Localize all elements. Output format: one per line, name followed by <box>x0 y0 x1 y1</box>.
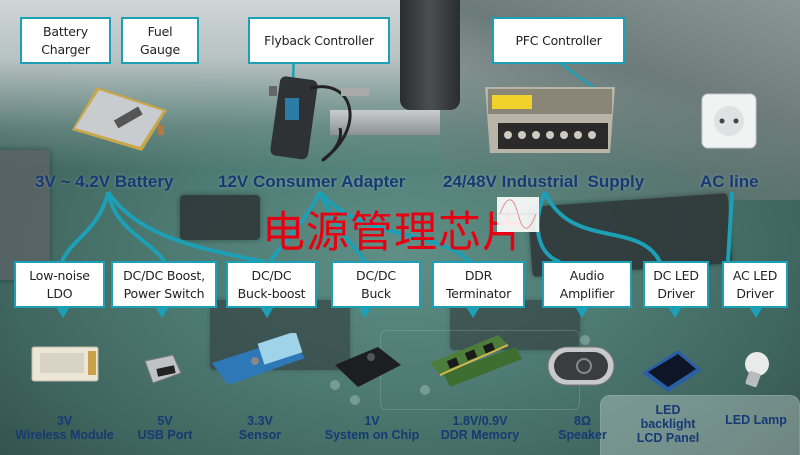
ic-box-boost: DC/DC Boost, Power Switch <box>111 261 217 308</box>
pcb-pad <box>580 335 590 345</box>
device-label-speaker: 8Ω Speaker <box>558 414 607 442</box>
ic-box-buck: DC/DC Buck <box>331 261 421 308</box>
device-label-lamp: LED Lamp <box>725 413 787 427</box>
ic-box-ldo: Low-noise LDO <box>14 261 105 308</box>
industrial-psu-icon <box>485 87 615 153</box>
arrow-dcled <box>667 305 683 318</box>
connector-pfc <box>555 58 601 94</box>
pfc-controller-box: PFC Controller <box>492 17 625 64</box>
machine-spindle <box>400 0 460 110</box>
diagram-title: 电源管理芯片 <box>262 208 526 258</box>
ic-box-ac-led: AC LED Driver <box>722 261 788 308</box>
device-label-wireless: 3V Wireless Module <box>15 414 114 442</box>
source-label-adapter: 12V Consumer Adapter <box>218 172 406 191</box>
connector-adapter-buck <box>318 191 367 263</box>
led-bulb-icon <box>745 352 769 388</box>
device-label-soc: 1V System on Chip <box>324 414 420 442</box>
pcb-connector <box>0 150 50 280</box>
arrow-audio <box>574 305 590 318</box>
ic-box-audio-amp: Audio Amplifier <box>542 261 632 308</box>
connector-adapter-buckboost <box>268 191 322 264</box>
arrow-acled <box>748 305 764 318</box>
source-label-ac: AC line <box>700 172 759 191</box>
lcd-panel-icon <box>642 350 702 392</box>
connector-industrial-dcled <box>543 191 662 263</box>
arrow-buckboost <box>259 305 275 318</box>
waveform-icon <box>497 197 539 232</box>
connector-ac-acled <box>726 191 734 263</box>
usb-port-icon <box>144 354 182 384</box>
battery-charger-box: Battery Charger <box>20 17 111 64</box>
connector-industrial-audio <box>535 191 561 264</box>
connector-adapter-ddr <box>318 190 472 264</box>
device-label-ddr: 1.8V/0.9V DDR Memory <box>440 414 520 442</box>
ic-box-buck-boost: DC/DC Buck-boost <box>226 261 317 308</box>
device-label-sensor: 3.3V Sensor <box>238 414 282 442</box>
arrow-boost <box>154 305 170 318</box>
pcb-pad <box>330 380 340 390</box>
device-label-lcd: LED backlight LCD Panel <box>636 403 700 445</box>
pcb-pad <box>420 385 430 395</box>
source-label-industrial: 24/48V Industrial Supply <box>443 172 645 191</box>
sensor-board-icon <box>212 333 305 385</box>
ic-box-ddr-terminator: DDR Terminator <box>432 261 525 308</box>
soc-chip-icon <box>335 347 401 387</box>
arrow-ddr <box>465 305 481 318</box>
source-label-battery: 3V ~ 4.2V Battery <box>35 172 174 191</box>
flyback-controller-box: Flyback Controller <box>248 17 390 64</box>
fuel-gauge-box: Fuel Gauge <box>121 17 199 64</box>
ic-box-dc-led: DC LED Driver <box>643 261 709 308</box>
device-label-usb: 5V USB Port <box>137 414 193 442</box>
connector-battery-boost <box>106 191 167 264</box>
wall-adapter-icon <box>269 76 369 162</box>
speaker-icon <box>547 346 615 386</box>
connector-battery-buckboost <box>106 190 266 264</box>
pcb-pad <box>350 395 360 405</box>
wall-socket-icon <box>701 93 757 149</box>
ram-module-icon <box>430 335 522 387</box>
battery-pack-icon <box>72 87 167 151</box>
connector-battery-ldo <box>60 191 110 263</box>
wireless-module-icon <box>31 346 99 382</box>
arrow-buck <box>357 305 373 318</box>
arrow-ldo <box>55 305 71 318</box>
pcb-chip <box>180 195 260 240</box>
